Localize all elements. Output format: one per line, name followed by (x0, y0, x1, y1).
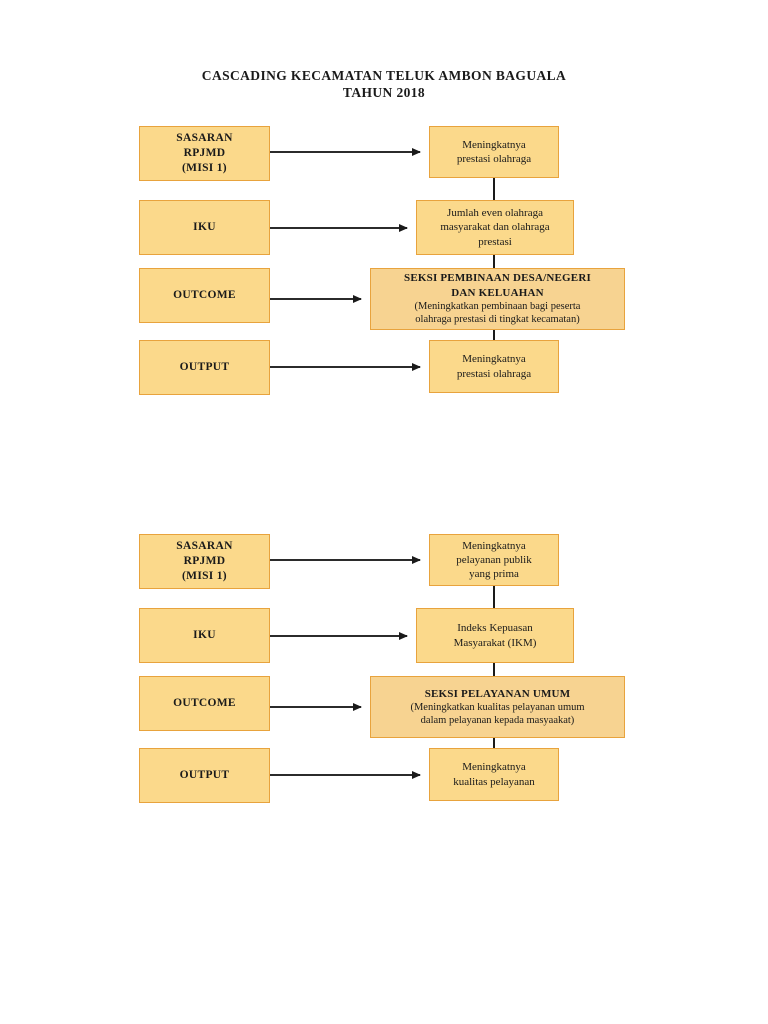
node-sasaran-rpjmd-1[interactable]: SASARAN RPJMD (MISI 1) (139, 126, 270, 181)
connector-sasaran-to-iku-2 (493, 586, 495, 608)
cascading-diagram-pelayanan: SASARAN RPJMD (MISI 1) IKU OUTCOME OUTPU… (0, 526, 768, 816)
arrow-sasaran-to-value-1 (270, 151, 420, 153)
node-text: Jumlah even olahraga masyarakat dan olah… (440, 207, 550, 248)
node-text: Meningkatnya prestasi olahraga (456, 138, 532, 165)
arrow-iku-to-value-1 (270, 227, 407, 229)
node-text: Indeks Kepuasan Masyarakat (IKM) (453, 622, 537, 649)
node-label: IKU (193, 629, 216, 642)
node-heading: SEKSI PELAYANAN UMUM (424, 687, 571, 700)
node-output-2[interactable]: OUTPUT (139, 748, 270, 803)
arrow-output-to-value-2 (270, 774, 420, 776)
node-label: SASARAN RPJMD (MISI 1) (176, 540, 233, 582)
arrow-outcome-to-value-2 (270, 706, 361, 708)
connector-iku-to-outcome-2 (493, 663, 495, 676)
node-label: OUTCOME (173, 697, 236, 710)
arrow-output-to-value-1 (270, 366, 420, 368)
node-outcome-2[interactable]: OUTCOME (139, 676, 270, 731)
node-output-value-2[interactable]: Meningkatnya kualitas pelayanan (429, 748, 559, 801)
title-line-2: TAHUN 2018 (342, 84, 426, 100)
node-iku-value-2[interactable]: Indeks Kepuasan Masyarakat (IKM) (416, 608, 574, 663)
page-title: CASCADING KECAMATAN TELUK AMBON BAGUALA … (0, 68, 768, 102)
node-text: Meningkatnya pelayanan publik yang prima (456, 539, 532, 581)
node-output-1[interactable]: OUTPUT (139, 340, 270, 395)
node-label: SASARAN RPJMD (MISI 1) (176, 132, 233, 174)
node-iku-1[interactable]: IKU (139, 200, 270, 255)
node-label: OUTCOME (173, 289, 236, 302)
node-outcome-value-1[interactable]: SEKSI PEMBINAAN DESA/NEGERI DAN KELUAHAN… (370, 268, 625, 330)
node-text: Meningkatnya kualitas pelayanan (453, 761, 535, 788)
arrow-sasaran-to-value-2 (270, 559, 420, 561)
connector-outcome-to-output-1 (493, 330, 495, 340)
node-iku-2[interactable]: IKU (139, 608, 270, 663)
node-sasaran-value-2[interactable]: Meningkatnya pelayanan publik yang prima (429, 534, 559, 586)
node-subtext: (Meningkatkan pembinaan bagi peserta ola… (414, 300, 581, 326)
node-iku-value-1[interactable]: Jumlah even olahraga masyarakat dan olah… (416, 200, 574, 255)
node-heading: SEKSI PEMBINAAN DESA/NEGERI DAN KELUAHAN (404, 272, 591, 299)
connector-sasaran-to-iku-1 (493, 178, 495, 200)
node-sasaran-value-1[interactable]: Meningkatnya prestasi olahraga (429, 126, 559, 178)
node-label: OUTPUT (179, 361, 230, 374)
arrow-outcome-to-value-1 (270, 298, 361, 300)
connector-iku-to-outcome-1 (493, 255, 495, 268)
node-subtext: (Meningkatkan kualitas pelayanan umum da… (410, 701, 585, 727)
arrow-iku-to-value-2 (270, 635, 407, 637)
node-sasaran-rpjmd-2[interactable]: SASARAN RPJMD (MISI 1) (139, 534, 270, 589)
node-outcome-value-2[interactable]: SEKSI PELAYANAN UMUM (Meningkatkan kuali… (370, 676, 625, 738)
node-text: Meningkatnya prestasi olahraga (456, 353, 532, 380)
node-label: OUTPUT (179, 769, 230, 782)
node-output-value-1[interactable]: Meningkatnya prestasi olahraga (429, 340, 559, 393)
title-line-1: CASCADING KECAMATAN TELUK AMBON BAGUALA (201, 68, 567, 83)
cascading-diagram-olahraga: SASARAN RPJMD (MISI 1) IKU OUTCOME OUTPU… (0, 118, 768, 408)
node-label: IKU (193, 221, 216, 234)
connector-outcome-to-output-2 (493, 738, 495, 748)
node-outcome-1[interactable]: OUTCOME (139, 268, 270, 323)
